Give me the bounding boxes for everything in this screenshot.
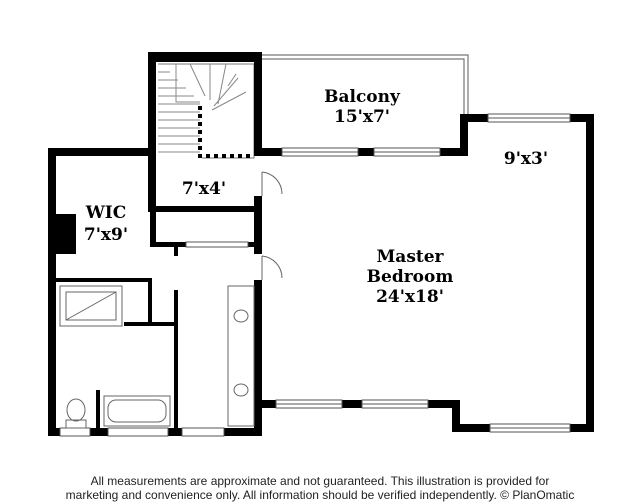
closet-size: 7'x4' [182,179,226,199]
disclaimer-line-1: All measurements are approximate and not… [90,474,550,488]
disclaimer-line-2: marketing and convenience only. All info… [65,488,575,502]
balcony-size: 15'x7' [334,107,390,127]
windows [59,113,571,437]
balcony-outline [262,54,469,118]
nook-size: 9'x3' [504,149,548,169]
wic-name: WIC [85,203,127,223]
doors [261,171,283,280]
walls [48,52,594,436]
stairwell [158,63,255,159]
bathroom-fixtures [59,285,255,429]
master-line2: Bedroom [367,267,454,287]
disclaimer: All measurements are approximate and not… [0,474,640,502]
balcony-name: Balcony [324,87,401,107]
wic-size: 7'x9' [84,225,128,245]
master-size: 24'x18' [376,287,444,307]
master-line1: Master [376,247,444,267]
